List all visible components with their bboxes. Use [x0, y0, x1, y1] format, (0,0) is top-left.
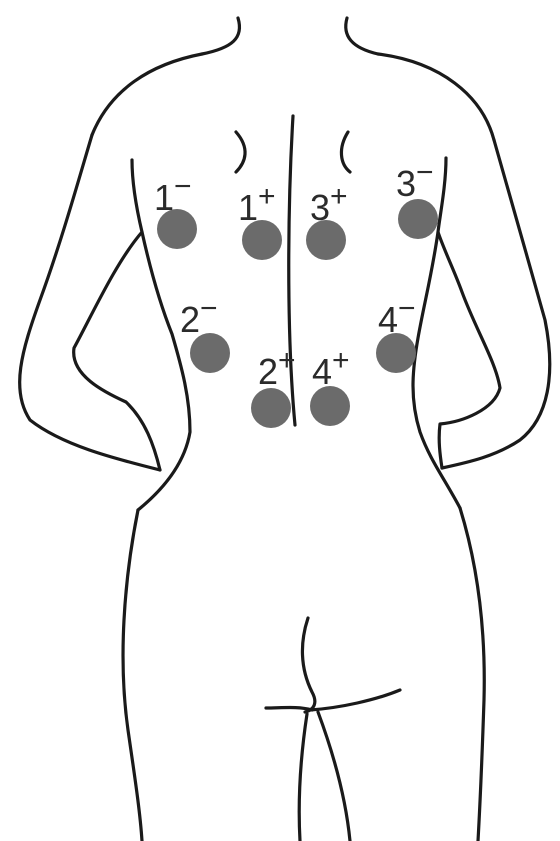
leg-right-inner: [318, 712, 350, 841]
label-3-plus: 3+: [310, 180, 348, 228]
hip-left-leg: [123, 510, 142, 841]
buttocks-cleft: [302, 618, 314, 712]
shoulder-right-line: [378, 54, 494, 140]
neck-right-line: [346, 18, 378, 54]
torso-left-side: [138, 232, 190, 510]
arm-left-inner: [74, 160, 160, 470]
arm-right-inner: [438, 158, 500, 468]
electrode-3-minus: [398, 199, 438, 239]
body-outline: [20, 18, 550, 841]
label-4-plus: 4+: [312, 344, 350, 392]
label-1-plus: 1+: [238, 180, 276, 228]
label-4-minus: 4−: [378, 292, 416, 340]
neck-left-line: [202, 18, 240, 54]
label-3-minus: 3−: [396, 156, 434, 204]
arm-right-outer: [442, 140, 550, 468]
label-1-minus: 1−: [154, 170, 192, 218]
leg-left-inner: [299, 714, 307, 841]
spine-line: [289, 116, 295, 425]
hip-right-leg: [460, 508, 484, 841]
label-2-minus: 2−: [180, 292, 218, 340]
buttock-right-crease: [310, 690, 400, 710]
electrode-4-plus: [310, 386, 350, 426]
label-2-plus: 2+: [258, 344, 296, 392]
electrode-2-plus: [251, 388, 291, 428]
scapula-right-mark: [341, 132, 350, 172]
buttock-left-crease: [266, 708, 312, 711]
scapula-left-mark: [236, 132, 245, 172]
shoulder-left-line: [92, 54, 202, 135]
